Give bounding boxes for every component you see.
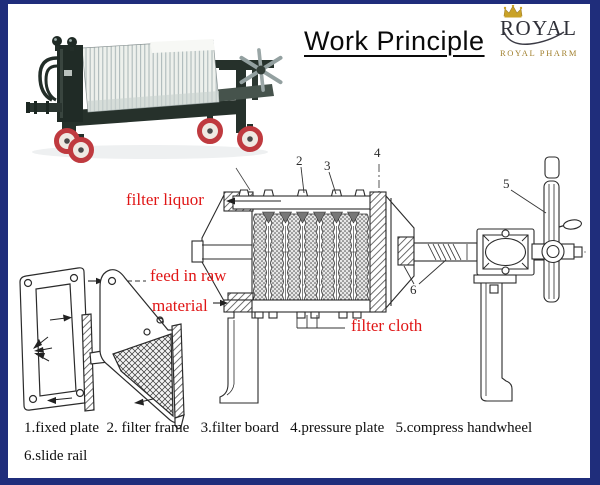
callout-4: 4 <box>374 145 381 160</box>
brand-name: ROYAL <box>500 5 592 45</box>
plate-frame-diagram <box>19 267 185 430</box>
page-title: Work Principle <box>304 26 485 56</box>
legend-line-2: 6.slide rail <box>24 448 88 464</box>
cross-section-diagram <box>88 156 586 404</box>
brand-text: ROYAL <box>500 16 578 40</box>
label-filter-liquor: filter liquor <box>126 190 204 209</box>
callout-3: 3 <box>324 158 331 173</box>
label-filter-cloth: filter cloth <box>351 316 423 335</box>
swoosh-underline <box>503 31 565 45</box>
brand-logo: ROYAL ROYAL PHARM <box>500 5 592 58</box>
brand-subtitle: ROYAL PHARM <box>500 48 578 58</box>
callout-5: 5 <box>503 176 510 191</box>
crown-icon <box>503 5 523 18</box>
label-material: material <box>152 296 208 315</box>
callout-6: 6 <box>410 282 417 297</box>
legend-line-1: 1.fixed plate 2. filter frame 3.filter b… <box>24 420 533 436</box>
machine-photo <box>26 36 283 163</box>
machine-handwheel <box>239 48 283 92</box>
wheel <box>54 116 263 163</box>
callout-2: 2 <box>296 153 303 168</box>
label-feed-in-raw: feed in raw <box>150 266 227 285</box>
